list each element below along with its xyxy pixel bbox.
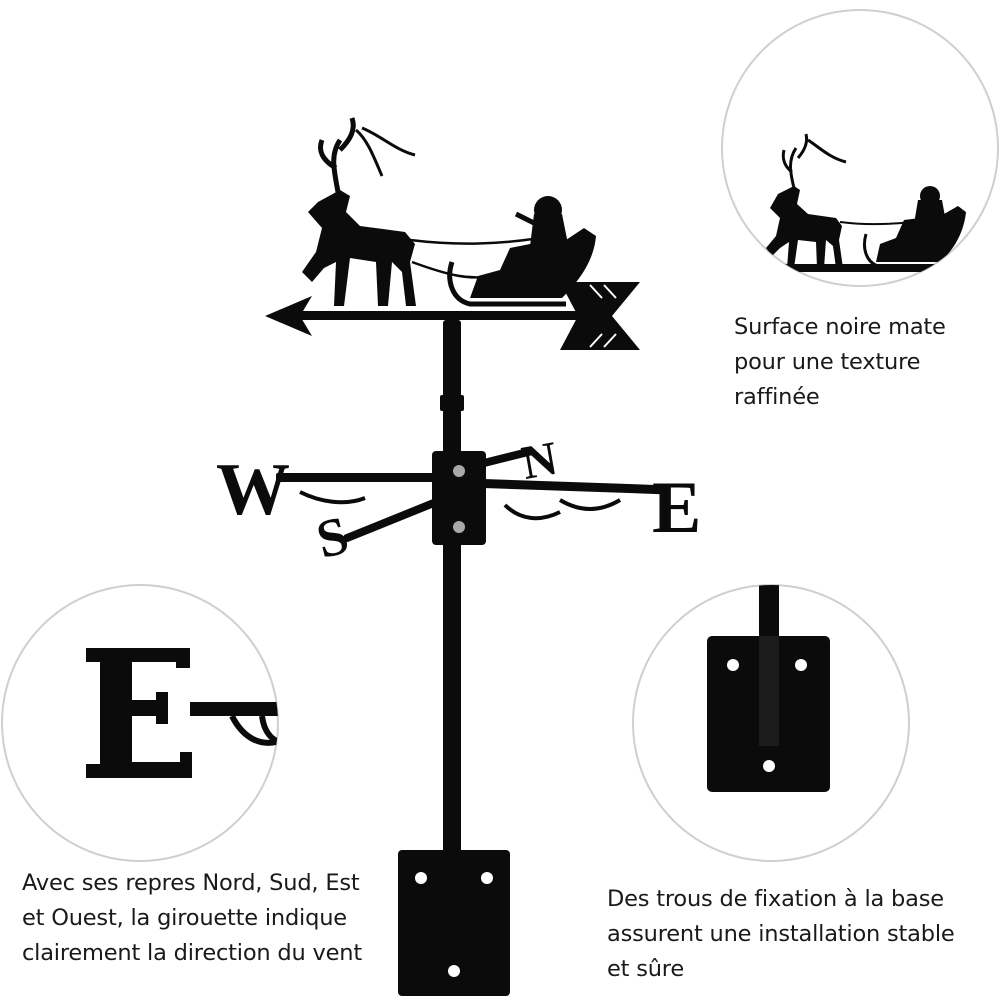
caption-line: pour une texture (734, 349, 921, 375)
caption-line: clairement la direction du vent (22, 940, 362, 966)
mounting-hole (448, 965, 460, 977)
caption-line: Surface noire mate (734, 314, 946, 340)
caption-line: assurent une installation stable (607, 921, 955, 947)
detail-circle-texture (721, 9, 999, 287)
caption-texture: Surface noire mate pour une texture raff… (734, 310, 946, 415)
mounting-hole (415, 872, 427, 884)
hub-screw (453, 465, 465, 477)
sleigh-silhouette (447, 196, 596, 307)
mounting-hole (481, 872, 493, 884)
caption-line: raffinée (734, 384, 820, 410)
pole-collar (440, 395, 464, 411)
wind-arrow (265, 282, 640, 350)
hub-screw (453, 521, 465, 533)
caption-line: et sûre (607, 956, 684, 982)
reindeer-silhouette (302, 117, 416, 306)
detail-circle-mounting (632, 584, 910, 862)
base-plate (398, 850, 510, 996)
caption-directions: Avec ses repres Nord, Sud, Est et Ouest,… (22, 866, 362, 971)
caption-line: Des trous de fixation à la base (607, 886, 944, 912)
caption-line: et Ouest, la girouette indique (22, 905, 347, 931)
letter-south: S (311, 505, 355, 570)
letter-east: E (652, 467, 701, 549)
detail-circle-letter-e (1, 584, 279, 862)
caption-line: Avec ses repres Nord, Sud, Est (22, 870, 360, 896)
weathervane: W E N S (216, 117, 701, 996)
caption-mounting: Des trous de fixation à la base assurent… (607, 882, 955, 987)
hub-bracket (432, 451, 486, 545)
letter-west: W (216, 449, 290, 531)
